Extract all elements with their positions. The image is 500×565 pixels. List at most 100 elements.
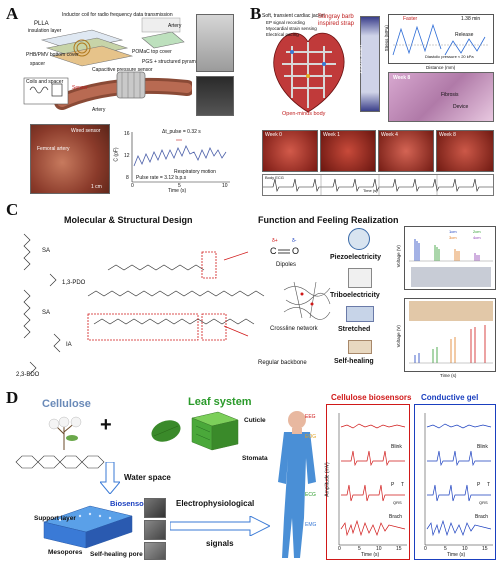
label-week4: Week 4 (381, 132, 398, 138)
label-myo: Myocardial strain sensing (266, 26, 317, 31)
stress-x-label: Distance (mm) (426, 65, 456, 70)
label-mesopores: Mesopores (48, 549, 83, 556)
label-crosslink: Crossline network (270, 326, 318, 332)
voltage-bottom-ylabel: Voltage (V) (395, 325, 401, 348)
label-capacitive: Capacitive pressure sensor (92, 67, 153, 73)
surgery-week4: Week 4 (378, 130, 434, 172)
pulse-x-tick-2: 5 (178, 183, 181, 189)
sem-image-2 (144, 520, 166, 540)
cb-ecg: ECG (305, 492, 316, 498)
gel-qrs: QRS (479, 500, 488, 505)
electro-arrow (169, 515, 272, 537)
cb-x-tick-0: 0 (338, 546, 341, 552)
pulse-y-tick-1: 16 (124, 131, 130, 137)
label-week8: Week 8 (393, 75, 411, 81)
label-scale: 1 cm (91, 184, 102, 190)
cb-emg: EMG (305, 522, 317, 528)
legend-3cm: 3cm (449, 235, 457, 240)
stretch-icon (346, 306, 374, 322)
pulse-y-label: C (pF) (113, 147, 120, 162)
pulse-chart-svg (131, 132, 230, 183)
label-pacing: Electrical pacing (266, 32, 299, 37)
label-insulation: insulation layer (28, 28, 62, 34)
label-pulse-rate: Pulse rate = 3.12 b.p.s (136, 175, 187, 181)
polymer-structure (84, 240, 274, 366)
label-sa-1: SA (42, 248, 51, 254)
label-device: Device (453, 104, 469, 110)
panel-a-letter: A (6, 4, 19, 23)
leaf-illustration (150, 418, 182, 444)
label-signals: signals (206, 539, 234, 548)
leaf-svg (151, 420, 181, 442)
label-delta-t: Δt_pulse = 0.32 s (162, 129, 201, 135)
label-healing: Self-healing (334, 358, 374, 365)
ecg-strip-time: Time (s) (363, 188, 378, 193)
cb-eog: EOG (305, 434, 317, 440)
label-poms: POMaC top cover (132, 49, 172, 55)
voltage-top-svg (409, 239, 493, 262)
conductive-gel-panel: Conductive gel Blink P T QRS Brach 0 5 1… (414, 393, 496, 560)
svg-text:O: O (292, 246, 299, 256)
panel-d-letter: D (6, 388, 19, 407)
pulse-y-tick-2: 12 (124, 153, 130, 159)
conductive-gel-title: Conductive gel (421, 393, 479, 402)
label-diastolic: Diastolic pressure ≈ 20 kPa (425, 54, 474, 59)
biosensor-svg (43, 505, 133, 549)
cardiac-jacket-illustration: Soft, transient cardiac jacket EP signal… (262, 12, 354, 120)
function-icons: Piezoelectricity Triboelectricity Stretc… (330, 226, 396, 376)
label-resp: Respiratory motion (174, 169, 216, 175)
label-week1: Week 1 (323, 132, 340, 138)
cotton-plant-illustration (44, 414, 86, 450)
cb-amplitude: Amplitude (mV) (324, 462, 331, 497)
cb-x-tick-5: 5 (358, 546, 361, 552)
label-week8-photo: Week 8 (439, 132, 456, 138)
label-open-minds: Open-minds body (282, 111, 326, 117)
label-biosensor: Biosensor (110, 499, 147, 508)
label-stretched: Stretched (338, 326, 371, 333)
surgery-photo-row: Week 0 Week 1 Week 4 Week 8 (262, 130, 494, 172)
cellulose-biosensors-title: Cellulose biosensors (331, 393, 412, 402)
voltage-bottom-xlabel: Time (s) (440, 373, 457, 378)
stress-y-label: Stress (MPa) (383, 25, 389, 52)
voltage-chart-top: 1cm 2cm 3cm 4cm (404, 226, 496, 290)
label-regular: Regular backbone (258, 360, 307, 366)
voltage-chart-bottom (404, 298, 496, 372)
ecg-strip-label: Body ECG (265, 175, 284, 180)
label-femoral: Femoral artery (37, 146, 70, 152)
surgical-photo: Wired sensor Femoral artery 1 cm (30, 124, 110, 194)
label-spacer: spacer (30, 61, 46, 67)
voltage-bottom-svg (409, 325, 493, 364)
label-ep: EP signal recording (266, 20, 305, 25)
legend-1cm: 1cm (449, 229, 457, 234)
surgery-week8: Week 8 (436, 130, 494, 172)
stress-chart: Faster Release 1.38 min Diastolic pressu… (388, 14, 494, 64)
piezo-icon (348, 228, 370, 250)
label-self-healing: Self-healing pore (90, 551, 143, 558)
monomer-structures (23, 233, 61, 375)
label-leaf-system: Leaf system (188, 396, 252, 408)
leaf-layers-illustration (188, 410, 240, 456)
voltage-top-photo (411, 267, 491, 287)
leaf-layers-svg (191, 411, 239, 451)
label-138min: 1.38 min (461, 16, 481, 22)
human-body-svg (278, 411, 316, 558)
label-cuticle: Cuticle (244, 417, 266, 424)
heal-icon (348, 340, 372, 354)
voltage-top-ylabel: Voltage (V) (395, 245, 401, 268)
label-inductor: Inductor coil for radio frequency data t… (62, 12, 173, 18)
label-wired-sensor: Wired sensor (71, 128, 101, 134)
cellulose-chain-svg (15, 455, 105, 469)
label-jacket: Soft, transient cardiac jacket (262, 13, 325, 19)
label-phbpmv: PHB/PMV bottom cover (26, 52, 79, 58)
legend-2cm: 2cm (473, 229, 481, 234)
label-sensor: Sensor (72, 85, 88, 91)
panel-c-title-right: Function and Feeling Realization (258, 215, 399, 225)
biosensor-illustration (40, 498, 136, 558)
arrow-right-icon (169, 515, 272, 537)
sem-image-3 (144, 542, 166, 560)
network-diagram (282, 280, 332, 320)
label-stingray: Stingray barb inspired strap (318, 14, 355, 27)
label-water-space: Water space (124, 473, 171, 482)
surgery-week0: Week 0 (262, 130, 318, 172)
label-release: Release (455, 32, 474, 38)
